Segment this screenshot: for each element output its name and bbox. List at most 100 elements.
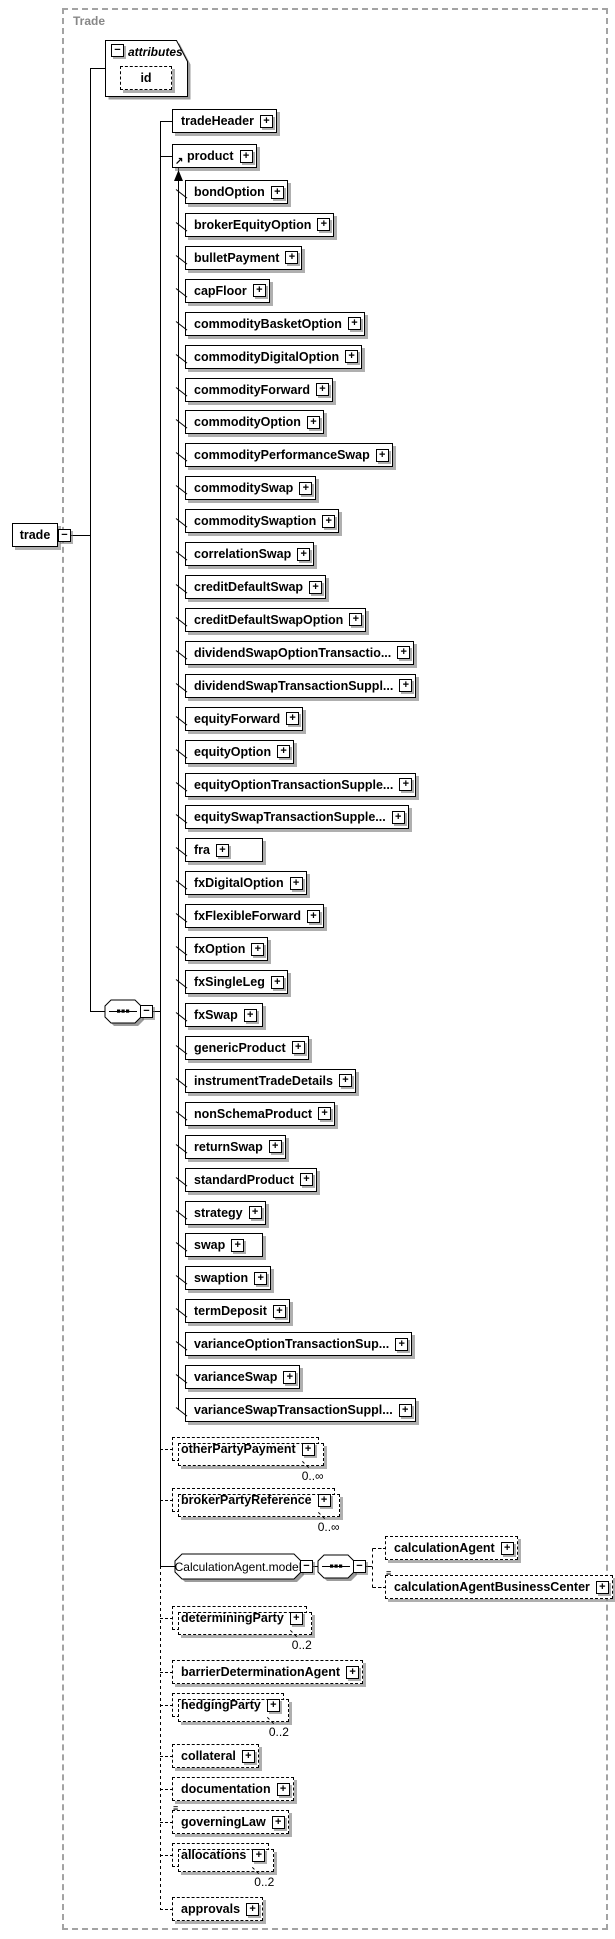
product-member-element[interactable]: fxDigitalOption +: [175, 871, 307, 896]
element-calculation-agent-business-center[interactable]: ≡ calculationAgentBusinessCenter +: [373, 1569, 613, 1599]
element-calculation-agent[interactable]: calculationAgent +: [373, 1536, 518, 1560]
group-calculation-agent-model[interactable]: CalculationAgent.model: [174, 1559, 302, 1574]
expand-icon[interactable]: +: [270, 975, 284, 989]
product-member-element[interactable]: bondOption +: [175, 180, 288, 204]
expand-icon[interactable]: +: [399, 778, 413, 792]
expand-icon[interactable]: +: [276, 1782, 290, 1796]
product-member-element[interactable]: varianceSwap +: [175, 1365, 301, 1390]
expand-icon[interactable]: +: [252, 284, 266, 298]
expand-icon[interactable]: +: [345, 350, 359, 364]
element-barrierdeterminationagent[interactable]: barrierDeterminationAgent +: [159, 1660, 364, 1684]
attribute-id[interactable]: id: [120, 66, 172, 90]
product-member-element[interactable]: commodityForward +: [175, 377, 333, 402]
product-member-element[interactable]: commoditySwaption +: [175, 509, 340, 534]
expand-icon[interactable]: +: [215, 843, 229, 857]
product-member-element[interactable]: equityOptionTransactionSupple... +: [175, 772, 417, 797]
product-member-element[interactable]: swap +: [175, 1233, 263, 1258]
element-allocations[interactable]: allocations + 0..2: [159, 1843, 275, 1889]
expand-icon[interactable]: +: [277, 745, 291, 759]
collapse-icon[interactable]: −: [353, 1560, 366, 1573]
expand-icon[interactable]: +: [301, 1442, 315, 1456]
expand-icon[interactable]: +: [268, 1140, 282, 1154]
product-member-element[interactable]: termDeposit +: [175, 1299, 290, 1324]
element-trade[interactable]: trade: [12, 523, 58, 547]
expand-icon[interactable]: +: [286, 712, 300, 726]
product-member-element[interactable]: equitySwapTransactionSupple... +: [175, 805, 409, 830]
expand-icon[interactable]: +: [338, 1074, 352, 1088]
expand-icon[interactable]: +: [272, 1304, 286, 1318]
expand-icon[interactable]: +: [316, 383, 329, 397]
product-member-element[interactable]: dividendSwapOptionTransactio... +: [175, 640, 415, 665]
expand-icon[interactable]: +: [399, 679, 413, 693]
product-member-element[interactable]: varianceOptionTransactionSup... +: [175, 1332, 413, 1357]
expand-icon[interactable]: +: [398, 1403, 412, 1417]
product-member-element[interactable]: commoditySwap +: [175, 476, 317, 501]
element-brokerpartyreference[interactable]: brokerPartyReference + 0..∞: [160, 1488, 340, 1534]
product-member-element[interactable]: fxFlexibleForward +: [175, 904, 324, 929]
expand-icon[interactable]: +: [251, 942, 265, 956]
product-member-element[interactable]: creditDefaultSwapOption +: [175, 607, 367, 632]
element-collateral[interactable]: collateral +: [160, 1744, 259, 1768]
expand-icon[interactable]: +: [285, 251, 299, 265]
element-hedgingparty[interactable]: hedgingParty + 0..2: [160, 1693, 289, 1739]
expand-icon[interactable]: +: [291, 1041, 305, 1055]
collapse-icon[interactable]: −: [140, 1005, 153, 1018]
product-member-element[interactable]: commodityOption +: [175, 410, 324, 435]
element-product[interactable]: ↗ product +: [160, 144, 257, 168]
expand-icon[interactable]: +: [271, 1815, 285, 1829]
product-member-element[interactable]: creditDefaultSwap +: [175, 575, 327, 600]
product-member-element[interactable]: commodityBasketOption +: [175, 311, 365, 336]
product-member-element[interactable]: capFloor +: [175, 278, 270, 303]
expand-icon[interactable]: +: [241, 1749, 255, 1763]
element-tradeheader[interactable]: tradeHeader +: [160, 109, 277, 133]
product-member-element[interactable]: equityForward +: [175, 706, 304, 731]
product-member-element[interactable]: instrumentTradeDetails +: [175, 1068, 356, 1093]
expand-icon[interactable]: +: [595, 1580, 609, 1594]
expand-icon[interactable]: +: [347, 317, 361, 331]
product-member-element[interactable]: fxSingleLeg +: [175, 970, 288, 995]
expand-icon[interactable]: +: [243, 1008, 257, 1022]
product-member-element[interactable]: strategy +: [175, 1200, 266, 1225]
expand-icon[interactable]: +: [391, 810, 405, 824]
collapse-icon[interactable]: −: [300, 1560, 313, 1573]
expand-icon[interactable]: +: [306, 415, 320, 429]
element-otherpartypayment[interactable]: otherPartyPayment + 0..∞: [160, 1437, 324, 1483]
expand-icon[interactable]: +: [346, 1665, 360, 1679]
expand-icon[interactable]: +: [270, 185, 284, 199]
collapse-icon[interactable]: −: [58, 529, 71, 542]
expand-icon[interactable]: +: [259, 114, 273, 128]
expand-icon[interactable]: +: [252, 1848, 266, 1862]
product-member-element[interactable]: genericProduct +: [175, 1035, 309, 1060]
expand-icon[interactable]: +: [231, 1238, 245, 1252]
product-member-element[interactable]: returnSwap +: [175, 1134, 286, 1159]
expand-icon[interactable]: +: [375, 448, 389, 462]
expand-icon[interactable]: +: [317, 218, 331, 232]
expand-icon[interactable]: +: [283, 1370, 297, 1384]
product-member-element[interactable]: commodityDigitalOption +: [175, 344, 363, 369]
expand-icon[interactable]: +: [266, 1698, 280, 1712]
expand-icon[interactable]: +: [395, 1337, 409, 1351]
expand-icon[interactable]: +: [297, 547, 311, 561]
expand-icon[interactable]: +: [299, 481, 313, 495]
expand-icon[interactable]: +: [500, 1541, 514, 1555]
collapse-icon[interactable]: −: [111, 44, 124, 57]
product-member-element[interactable]: fxSwap +: [175, 1003, 263, 1027]
expand-icon[interactable]: +: [322, 514, 336, 528]
product-member-element[interactable]: commodityPerformanceSwap +: [175, 443, 393, 468]
expand-icon[interactable]: +: [309, 580, 323, 594]
product-member-element[interactable]: equityOption +: [175, 739, 295, 764]
element-documentation[interactable]: documentation +: [160, 1777, 294, 1801]
product-member-element[interactable]: correlationSwap +: [175, 542, 315, 567]
product-member-element[interactable]: varianceSwapTransactionSuppl... +: [175, 1398, 416, 1423]
element-approvals[interactable]: approvals +: [159, 1897, 264, 1921]
expand-icon[interactable]: +: [300, 1173, 314, 1187]
expand-icon[interactable]: +: [349, 613, 363, 627]
product-member-element[interactable]: brokerEquityOption +: [175, 212, 335, 237]
expand-icon[interactable]: +: [248, 1206, 262, 1220]
expand-icon[interactable]: +: [239, 149, 253, 163]
product-member-element[interactable]: standardProduct +: [175, 1167, 318, 1192]
product-member-element[interactable]: fxOption +: [175, 937, 269, 962]
expand-icon[interactable]: +: [317, 1493, 331, 1507]
expand-icon[interactable]: +: [246, 1902, 260, 1916]
expand-icon[interactable]: +: [289, 876, 303, 890]
